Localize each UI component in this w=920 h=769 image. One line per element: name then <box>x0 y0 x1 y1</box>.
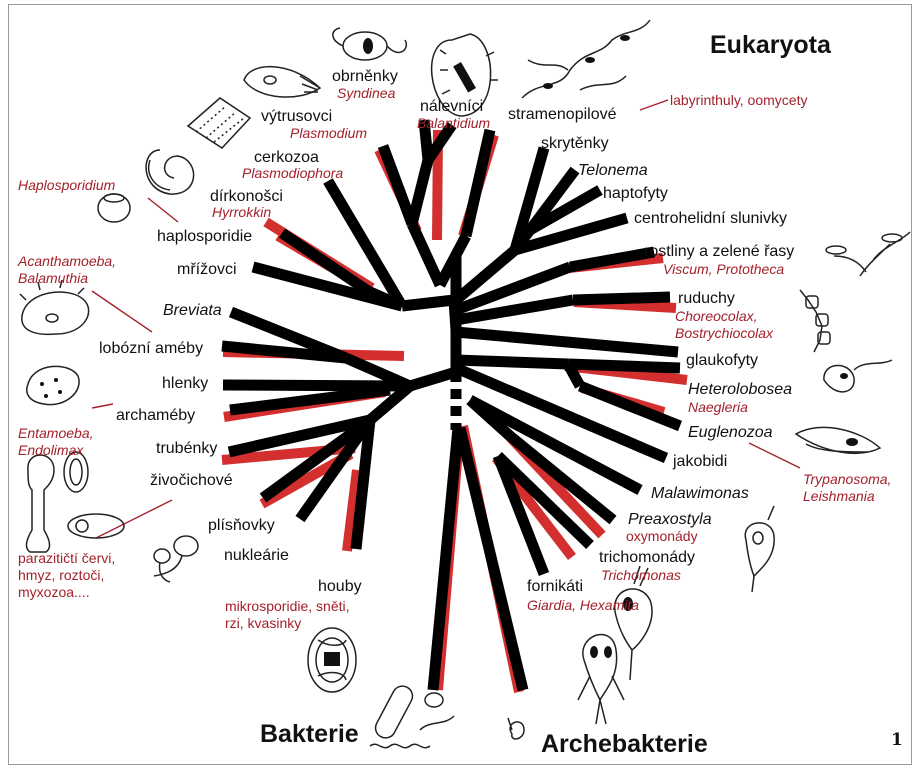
archaea-drawing <box>508 718 524 739</box>
label-mrizovci: mřížovci <box>177 261 237 278</box>
label-dirkonosci: dírkonošci <box>210 188 283 205</box>
helminth-drawing <box>26 452 124 552</box>
label-archebakterie: Archebakterie <box>541 730 708 758</box>
bacteria-drawing <box>370 683 454 748</box>
label-ruduchy: ruduchy <box>678 290 735 307</box>
label-telonema: Telonema <box>578 162 648 179</box>
label-glaukofyty: glaukofyty <box>686 352 758 369</box>
label-breviata: Breviata <box>163 302 222 319</box>
dinoflagellate-drawing <box>333 28 406 60</box>
parasite-oxymonady: oxymonády <box>626 528 698 544</box>
parasite-syndinea: Syndinea <box>337 85 396 101</box>
parasite-endolimax: Endolimax <box>18 442 84 458</box>
parasite-balamuthia: Balamuthia <box>18 270 88 286</box>
label-centrohelidni-slunivky: centrohelidní slunivky <box>634 210 787 227</box>
label-vytrusovci: výtrusovci <box>261 108 332 125</box>
plate-drawing <box>188 98 250 148</box>
fungus-like-drawing <box>154 536 198 582</box>
page-number: 1 <box>891 730 903 750</box>
parasite-trichomonas: Trichomonas <box>601 567 681 583</box>
mistletoe-drawing <box>826 232 910 276</box>
parasite-plasmodium: Plasmodium <box>290 125 367 141</box>
trypanosome-drawing <box>796 427 880 453</box>
parasite-hyrrokkin: Hyrrokkin <box>212 204 271 220</box>
parasite-hmyz: hmyz, roztoči, <box>18 567 104 583</box>
stramenopile-drawing <box>522 20 650 98</box>
label-euglenozoa: Euglenozoa <box>688 424 773 441</box>
label-nuklearie: nukleárie <box>224 547 289 564</box>
parasite-mikrosporidie: mikrosporidie, sněti, <box>225 598 350 614</box>
parasite-balantidium: Balantidium <box>417 115 490 131</box>
euglena-drawing <box>824 360 892 392</box>
label-heterolobosea: Heterolobosea <box>688 381 792 398</box>
oxymonad-drawing <box>745 506 774 592</box>
parasite-myxozoa: myxozoa.... <box>18 584 90 600</box>
parasite-viscum: Viscum, Prototheca <box>663 261 784 277</box>
microsporidian-drawing <box>308 628 356 692</box>
label-trubenky: trubénky <box>156 440 217 457</box>
label-plisnovky: plísňovky <box>208 517 275 534</box>
label-preaxostyla: Preaxostyla <box>628 511 712 528</box>
label-cerkozoa: cerkozoa <box>254 149 319 166</box>
parasite-bostrychiocolax: Bostrychiocolax <box>675 325 774 341</box>
label-haptofyty: haptofyty <box>603 185 668 202</box>
parasite-rzi: rzi, kvasinky <box>225 615 301 631</box>
giardia-drawing <box>578 635 624 724</box>
parasite-acanthamoeba: Acanthamoeba, <box>17 253 116 269</box>
label-malawimonas: Malawimonas <box>651 485 749 502</box>
label-haplosporidie: haplosporidie <box>157 228 252 245</box>
haplosporidium-drawing <box>98 194 130 222</box>
label-archameby: archaméby <box>116 407 195 424</box>
label-hlenky: hlenky <box>162 375 208 392</box>
foraminifer-drawing <box>146 150 194 194</box>
amoeba-drawing <box>20 280 89 334</box>
parasite-trypanosoma: Trypanosoma, <box>803 471 891 487</box>
label-skrytenky: skrytěnky <box>541 135 609 152</box>
parasite-cervi: parazitičtí červi, <box>18 550 115 566</box>
parasite-haplosporidium: Haplosporidium <box>18 177 116 193</box>
label-lobozni-ameby: lobózní améby <box>99 340 203 357</box>
label-trichomonady: trichomonády <box>599 549 695 566</box>
label-obrnenky: obrněnky <box>332 68 398 85</box>
red-alga-drawing <box>800 290 830 352</box>
label-houby: houby <box>318 578 362 595</box>
parasite-naegleria: Naegleria <box>688 399 748 415</box>
entamoeba-drawing <box>27 366 79 404</box>
label-nalevnici: nálevníci <box>420 98 483 115</box>
label-stramenopilove: stramenopilové <box>508 106 617 123</box>
label-zivocichove: živočichové <box>150 472 233 489</box>
parasite-plasmodiophora: Plasmodiophora <box>242 165 343 181</box>
label-rostliny: rostliny a zelené řasy <box>644 243 794 260</box>
label-fornikati: fornikáti <box>527 578 583 595</box>
parasite-entamoeba: Entamoeba, <box>18 425 94 441</box>
parasite-labyrinthuly: labyrinthuly, oomycety <box>670 92 807 108</box>
parasite-giardia: Giardia, Hexamita <box>527 597 639 613</box>
title: Eukaryota <box>710 31 832 59</box>
trichomonad-drawing <box>615 566 652 680</box>
label-bakterie: Bakterie <box>260 720 359 748</box>
label-jakobidi: jakobidi <box>672 453 727 470</box>
parasite-choreocolax: Choreocolax, <box>675 308 758 324</box>
parasite-leishmania: Leishmania <box>803 488 875 504</box>
sporozoan-drawing <box>244 67 320 97</box>
